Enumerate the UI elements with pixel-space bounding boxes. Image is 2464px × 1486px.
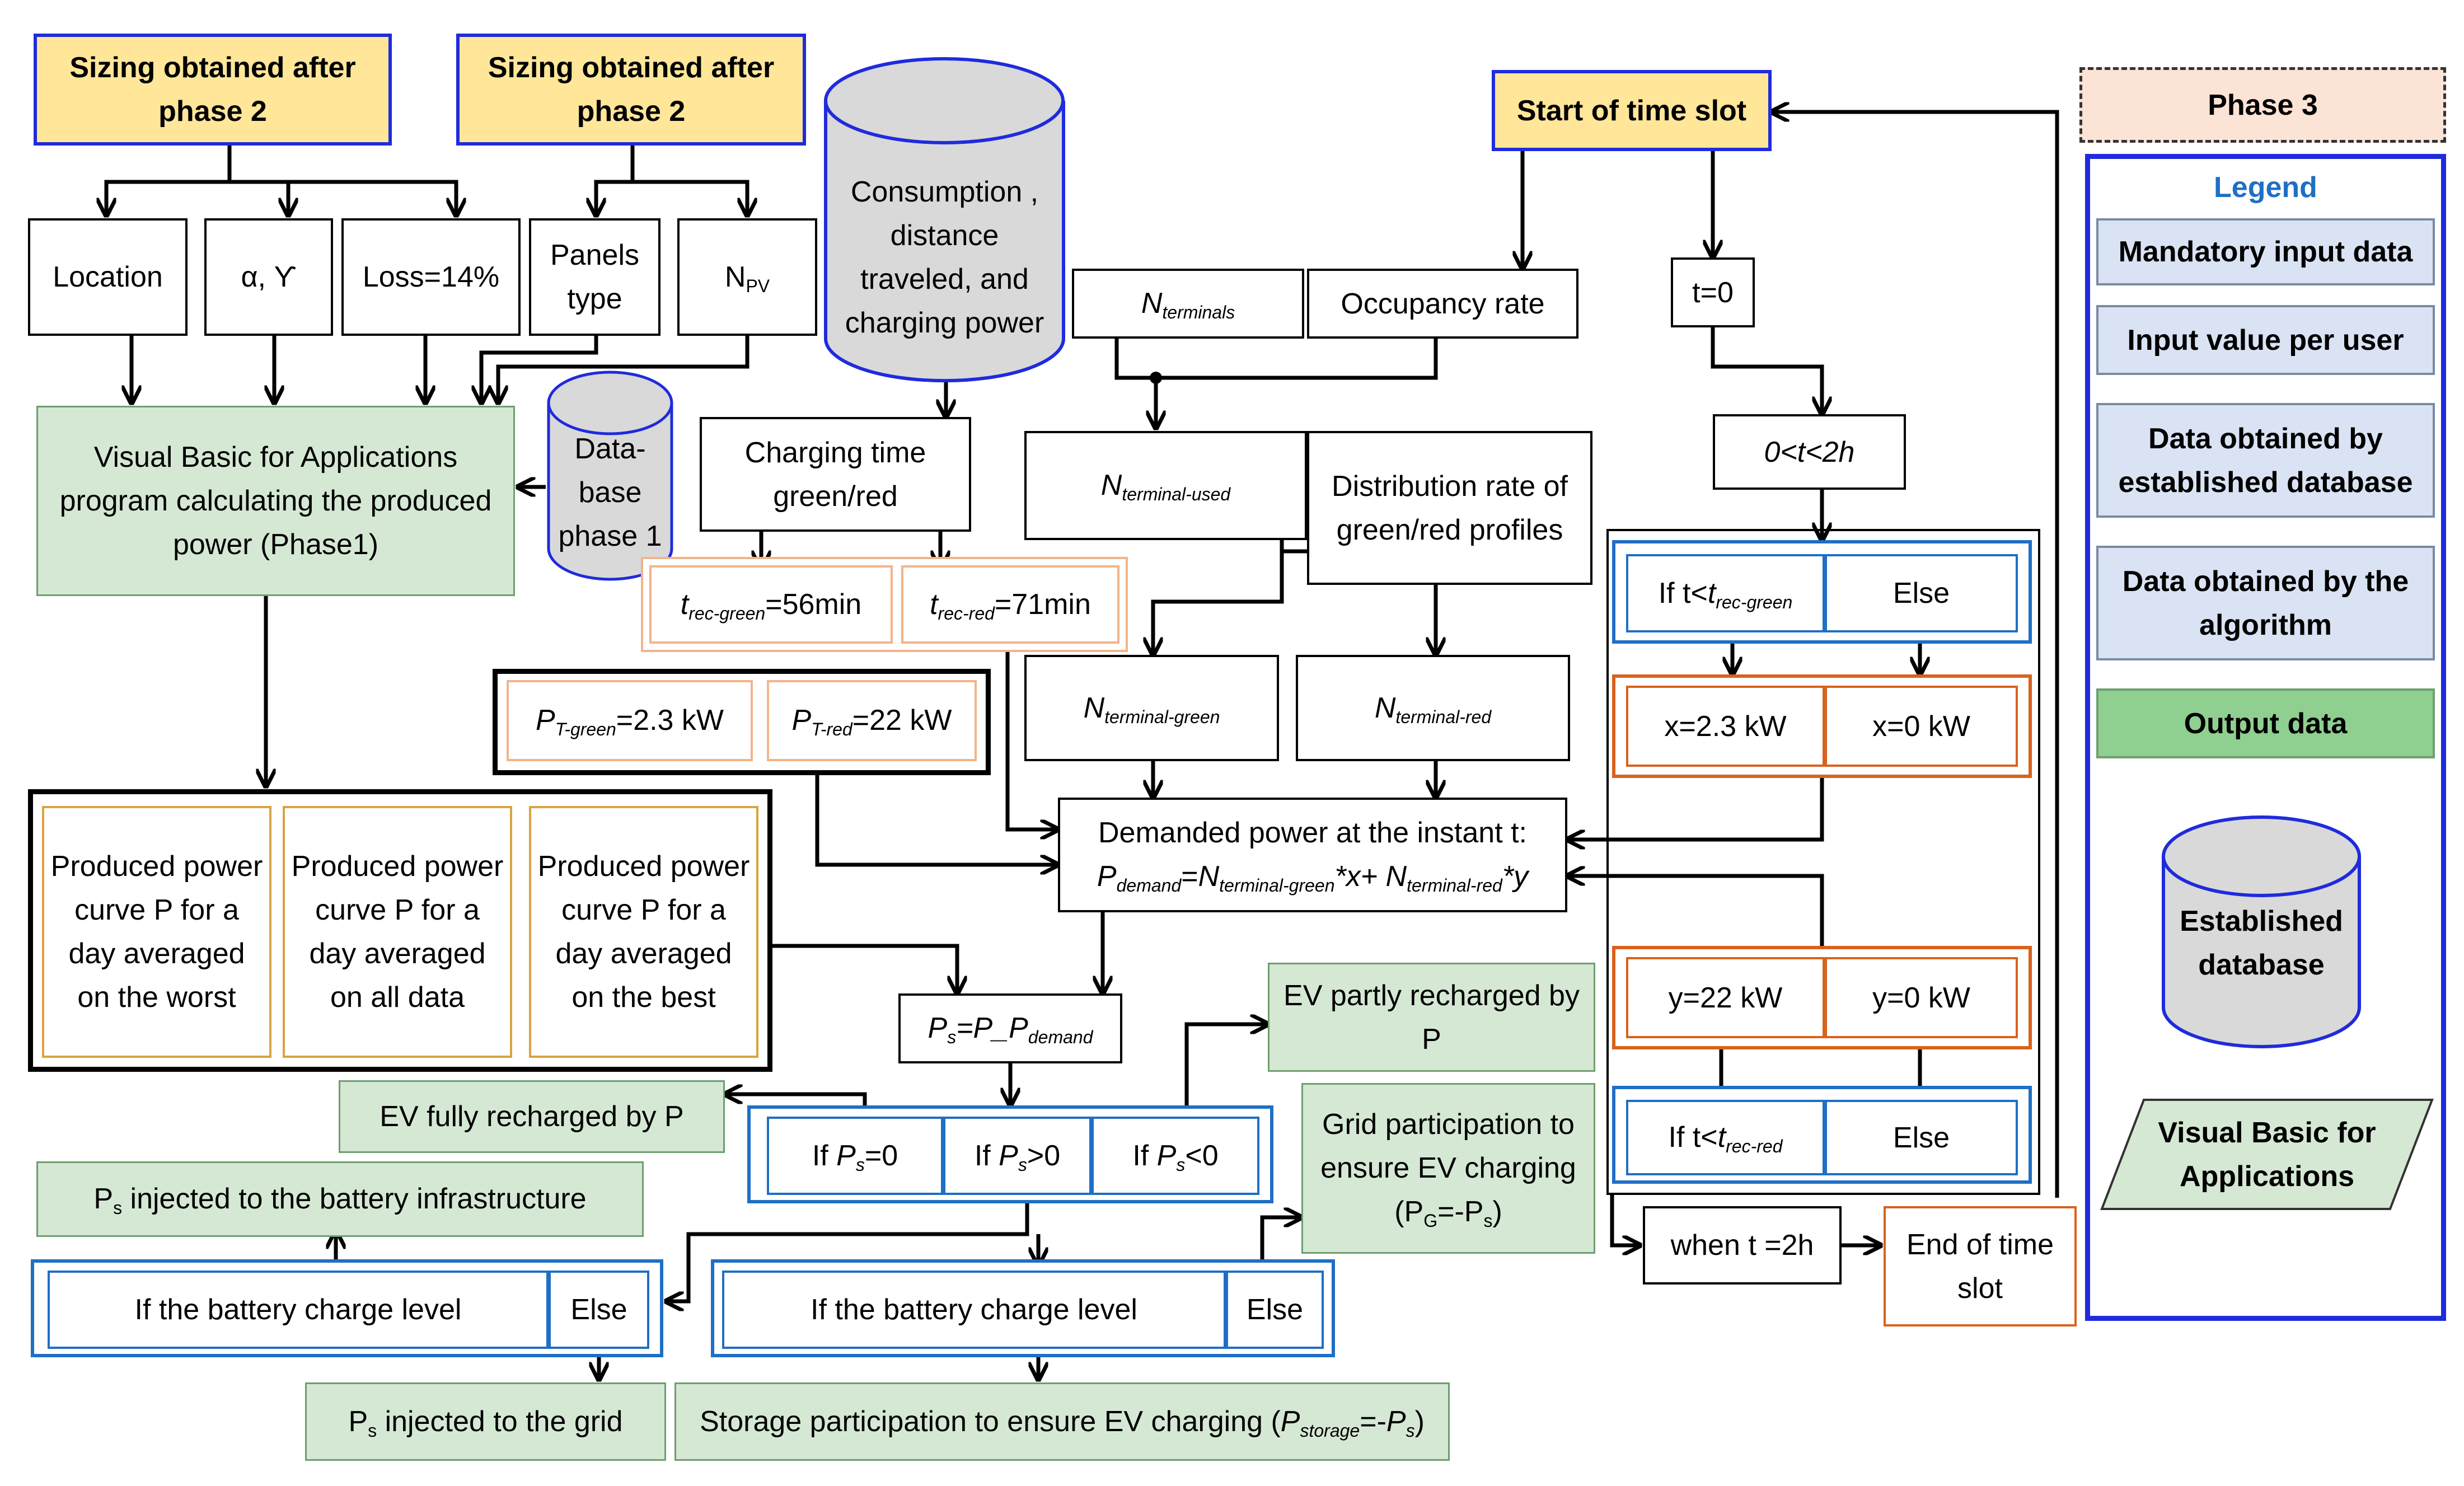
- n-terminal-used-label: Nterminal-used: [1100, 469, 1231, 504]
- produced-all-box: Produced power curve P for a day average…: [283, 806, 512, 1058]
- t-rec-red-label: trec-red=71min: [930, 588, 1091, 624]
- phase3-label: Phase 3: [2079, 67, 2446, 143]
- legend-title: Legend: [2214, 171, 2317, 204]
- storage-participation-label: Storage participation to ensure EV charg…: [700, 1405, 1425, 1441]
- legend-input-user: Input value per user: [2096, 305, 2435, 375]
- when-t-2h-box: when t =2h: [1643, 1206, 1842, 1285]
- t-zero-box: t=0: [1671, 257, 1755, 327]
- if-ps-negative: If Ps<0: [1092, 1117, 1259, 1195]
- sizing-phase2-right: Sizing obtained after phase 2: [456, 34, 806, 146]
- occupancy-rate-box: Occupancy rate: [1307, 269, 1578, 339]
- p-t-green-label: PT-green=2.3 kW: [536, 704, 724, 739]
- t-rec-red-box: trec-red=71min: [901, 565, 1119, 644]
- grid-participation-label: Grid participation to ensure EV charging…: [1320, 1108, 1576, 1231]
- if-t-green-label: If t<trec-green: [1658, 576, 1793, 612]
- location-box: Location: [28, 218, 188, 336]
- y-0-box: y=0 kW: [1825, 957, 2018, 1038]
- ps-grid-box: Ps injected to the grid: [305, 1382, 666, 1461]
- battery-else-left-box: Else: [549, 1271, 649, 1349]
- n-terminal-red-label: Nterminal-red: [1374, 691, 1492, 727]
- legend-mandatory: Mandatory input data: [2096, 218, 2435, 285]
- demanded-power-title: Demanded power at the instant t:: [1098, 817, 1527, 849]
- battery-else-right-box: Else: [1226, 1271, 1324, 1349]
- ps-battery-label: Ps injected to the battery infrastructur…: [93, 1183, 587, 1218]
- x-2-3-box: x=2.3 kW: [1626, 686, 1825, 767]
- n-terminal-green-box: Nterminal-green: [1024, 655, 1279, 761]
- n-terminal-green-label: Nterminal-green: [1083, 691, 1220, 727]
- y-22-box: y=22 kW: [1626, 957, 1825, 1038]
- n-terminals-box: Nterminals: [1072, 269, 1304, 339]
- n-terminals-label: Nterminals: [1141, 287, 1235, 322]
- database-phase1-label: Data-base phase 1: [558, 433, 662, 552]
- legend-vba-parallelogram: [2100, 1099, 2434, 1210]
- battery-level-right-box: If the battery charge level: [722, 1271, 1226, 1349]
- p-t-red-box: PT-red=22 kW: [767, 680, 977, 761]
- demanded-power-box: Demanded power at the instant t: Pdemand…: [1058, 798, 1567, 912]
- if-ps-positive-label: If Ps>0: [974, 1139, 1061, 1175]
- t-rec-green-box: trec-green=56min: [649, 565, 893, 644]
- n-terminal-used-box: Nterminal-used: [1024, 431, 1307, 540]
- legend-data-db: Data obtained by established database: [2096, 403, 2435, 518]
- ps-formula-box: Ps=P_Pdemand: [898, 993, 1122, 1063]
- legend-database-cylinder: [2162, 815, 2361, 1048]
- storage-participation-box: Storage participation to ensure EV charg…: [674, 1382, 1450, 1461]
- if-ps-zero-label: If Ps=0: [812, 1139, 898, 1175]
- grid-participation-box: Grid participation to ensure EV charging…: [1301, 1083, 1595, 1254]
- if-t-red-label: If t<trec-red: [1668, 1121, 1783, 1156]
- start-time-slot: Start of time slot: [1492, 70, 1772, 151]
- npv-box: NPV: [677, 218, 817, 336]
- else-red-box: Else: [1825, 1100, 2018, 1175]
- ps-formula-label: Ps=P_Pdemand: [927, 1012, 1093, 1047]
- database-phase1-cylinder: [547, 371, 673, 581]
- if-ps-positive: If Ps>0: [943, 1117, 1092, 1195]
- vba-program-box: Visual Basic for Applications program ca…: [36, 406, 515, 596]
- n-terminal-red-box: Nterminal-red: [1296, 655, 1570, 761]
- if-ps-negative-label: If Ps<0: [1132, 1139, 1219, 1175]
- ev-partly-box: EV partly recharged by P: [1268, 963, 1595, 1072]
- alpha-gamma-box: α, ϒ: [204, 218, 333, 336]
- consumption-db-label: Consumption , distance traveled, and cha…: [845, 176, 1044, 339]
- p-t-red-label: PT-red=22 kW: [791, 704, 952, 739]
- ev-fully-box: EV fully recharged by P: [339, 1080, 725, 1153]
- loss-box: Loss=14%: [341, 218, 521, 336]
- legend-output: Output data: [2096, 688, 2435, 758]
- legend-vba-label: Visual Basic for Applications: [2158, 1116, 2376, 1193]
- end-time-slot: End of time slot: [1884, 1206, 2077, 1326]
- panels-type-box: Panels type: [529, 218, 660, 336]
- if-t-green-box: If t<trec-green: [1626, 554, 1825, 632]
- legend-data-algorithm: Data obtained by the algorithm: [2096, 546, 2435, 660]
- produced-worst-box: Produced power curve P for a day average…: [42, 806, 271, 1058]
- x-0-box: x=0 kW: [1825, 686, 2018, 767]
- ps-battery-box: Ps injected to the battery infrastructur…: [36, 1161, 644, 1237]
- time-range-box: 0<t<2h: [1713, 414, 1906, 490]
- npv-label: NPV: [724, 260, 770, 296]
- produced-best-box: Produced power curve P for a day average…: [529, 806, 758, 1058]
- ps-grid-label: Ps injected to the grid: [348, 1405, 623, 1441]
- t-rec-green-label: trec-green=56min: [680, 588, 862, 624]
- distribution-rate-box: Distribution rate of green/red profiles: [1307, 431, 1592, 585]
- if-ps-zero: If Ps=0: [767, 1117, 943, 1195]
- p-t-green-box: PT-green=2.3 kW: [507, 680, 753, 761]
- legend-database-label: Established database: [2180, 905, 2343, 981]
- charging-time-box: Charging time green/red: [700, 417, 971, 532]
- consumption-database-cylinder: [824, 57, 1065, 383]
- demanded-power-formula: Pdemand=Nterminal-green*x+ Nterminal-red…: [1097, 860, 1529, 896]
- battery-level-left-box: If the battery charge level: [48, 1271, 549, 1349]
- else-green-box: Else: [1825, 554, 2018, 632]
- if-t-red-box: If t<trec-red: [1626, 1100, 1825, 1175]
- sizing-phase2-left: Sizing obtained after phase 2: [34, 34, 392, 146]
